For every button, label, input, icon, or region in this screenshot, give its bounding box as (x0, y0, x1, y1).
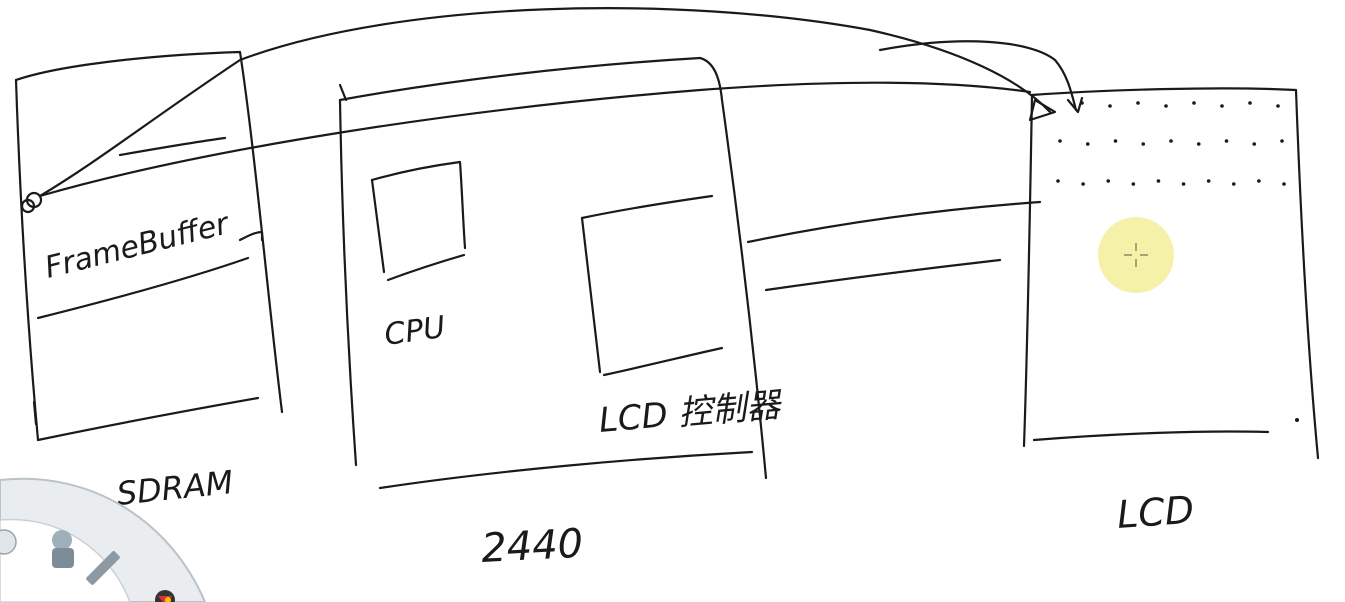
lcd-pixel-dot (1196, 142, 1201, 146)
bus-lines (746, 200, 1042, 292)
sdram-box (14, 50, 284, 442)
lcd-pixel-dot (1141, 142, 1146, 146)
label-framebuffer: FrameBuffer (41, 206, 233, 286)
label-lcd-controller: LCD 控制器 (597, 385, 784, 441)
lcd-pixel-dot (1181, 182, 1186, 186)
lcd-pixel-dot (1164, 104, 1168, 108)
framebuffer-to-lcd-curves (38, 7, 1084, 198)
lcd-pixel-dot (1085, 142, 1090, 146)
lcd-pixel-dot (1206, 179, 1211, 183)
lcd-pixel-dot (1224, 139, 1229, 143)
lcd-pixel-dot (1282, 182, 1286, 186)
lcd-pixel-dot (1081, 182, 1085, 186)
crosshair-cursor-icon (1098, 217, 1174, 293)
cpu-box (370, 160, 467, 282)
lcd-pixel-dot (1276, 104, 1280, 108)
label-sdram: SDRAM (115, 463, 235, 513)
lcd-pixel-dot (1058, 139, 1062, 143)
lcd-pixel-dot (1113, 139, 1118, 143)
pen-icon[interactable] (85, 550, 120, 585)
lcd-pixel-dot (1136, 101, 1140, 105)
label-soc-2440: 2440 (480, 521, 584, 572)
color-palette-icon[interactable] (155, 590, 175, 602)
lcd-pixel-dot (1108, 104, 1112, 108)
lcd-pixel-dot (1192, 101, 1196, 105)
label-cpu: CPU (382, 310, 447, 353)
lcd-pixel-dot (1131, 182, 1136, 186)
pen-tool-wheel-icon[interactable] (0, 477, 207, 602)
lcd-panel-box (1022, 87, 1320, 460)
lcd-pixel-dot (1106, 179, 1111, 183)
soc-2440-box (338, 56, 768, 490)
lcd-pixel-dot (1257, 179, 1261, 183)
framebuffer-connector (20, 191, 43, 214)
lcd-pixel-dot (1280, 139, 1284, 143)
lcd-pixel-grid (1056, 101, 1286, 186)
lcd-pixel-dot (1080, 101, 1084, 105)
label-lcd: LCD (1116, 488, 1196, 537)
lcd-controller-box (580, 194, 724, 377)
lcd-pixel-dot (1220, 104, 1224, 108)
lcd-pixel-dot (1252, 142, 1257, 146)
lcd-pixel-dot (1231, 182, 1236, 186)
lcd-pixel-dot (1156, 179, 1161, 183)
lcd-pixel-dot (1056, 179, 1060, 183)
wheel-button-icon[interactable] (0, 529, 17, 555)
figure-tool-icon[interactable] (52, 530, 74, 568)
lcd-pixel-dot (1248, 101, 1252, 105)
lcd-pixel-dot (1169, 139, 1173, 143)
